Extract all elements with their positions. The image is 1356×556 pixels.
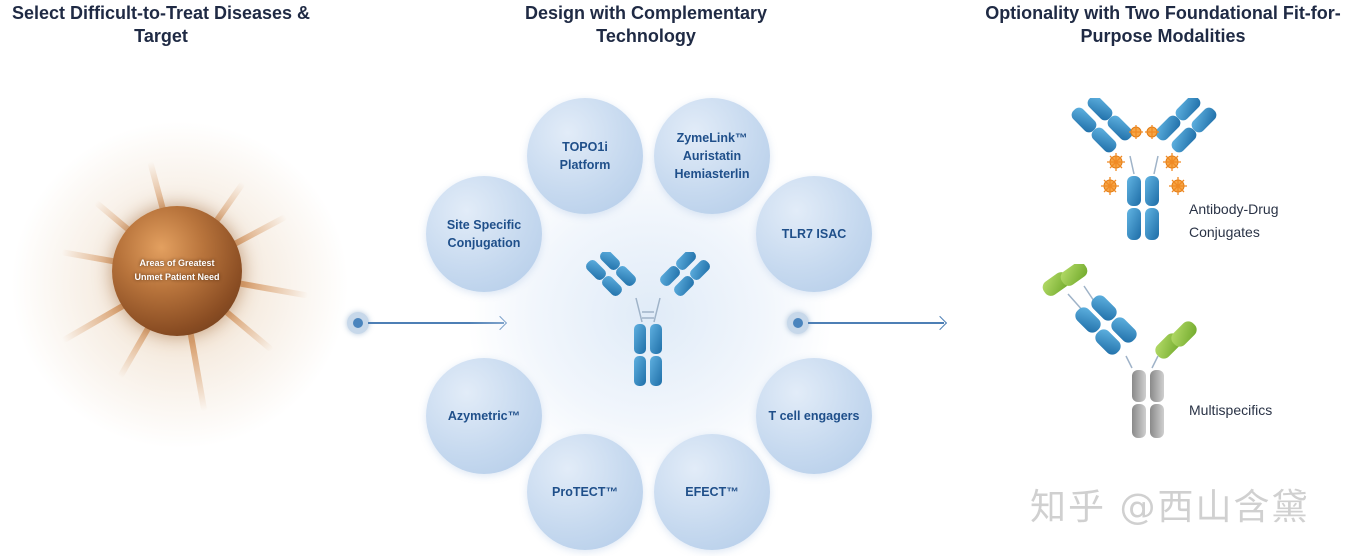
- multispecific-antibody-icon: [1042, 264, 1197, 438]
- modality-label-adc: Antibody-Drug Conjugates: [1189, 201, 1279, 240]
- modality-label-multispecifics: Multispecifics: [1189, 402, 1273, 418]
- title-modalities: Optionality with Two Foundational Fit-fo…: [985, 3, 1341, 46]
- tech-bubble-topo1i: TOPO1i Platform: [527, 98, 643, 214]
- tech-bubble-protect: ProTECT™: [527, 434, 643, 550]
- tech-bubble-t-cell-engagers: T cell engagers: [756, 358, 872, 474]
- watermark: 知乎 @西山含黛: [1030, 487, 1310, 528]
- tech-bubble-efect: EFECT™: [654, 434, 770, 550]
- antibody-drug-conjugate-icon: [1071, 98, 1217, 240]
- tech-bubble-zymelink: ZymeLink™ Auristatin Hemiasterlin: [654, 98, 770, 214]
- tech-bubble-site-specific: Site Specific Conjugation: [426, 176, 542, 292]
- cancer-cell-body: [112, 206, 242, 336]
- tech-bubble-azymetric: Azymetric™: [426, 358, 542, 474]
- title-select-diseases: Select Difficult-to-Treat Diseases & Tar…: [11, 3, 311, 46]
- title-design-technology: Design with Complementary Technology: [524, 3, 768, 46]
- tech-bubble-tlr7-isac: TLR7 ISAC: [756, 176, 872, 292]
- antibody-icon: [586, 252, 710, 386]
- cell-label: Areas of Greatest Unmet Patient Need: [134, 258, 220, 282]
